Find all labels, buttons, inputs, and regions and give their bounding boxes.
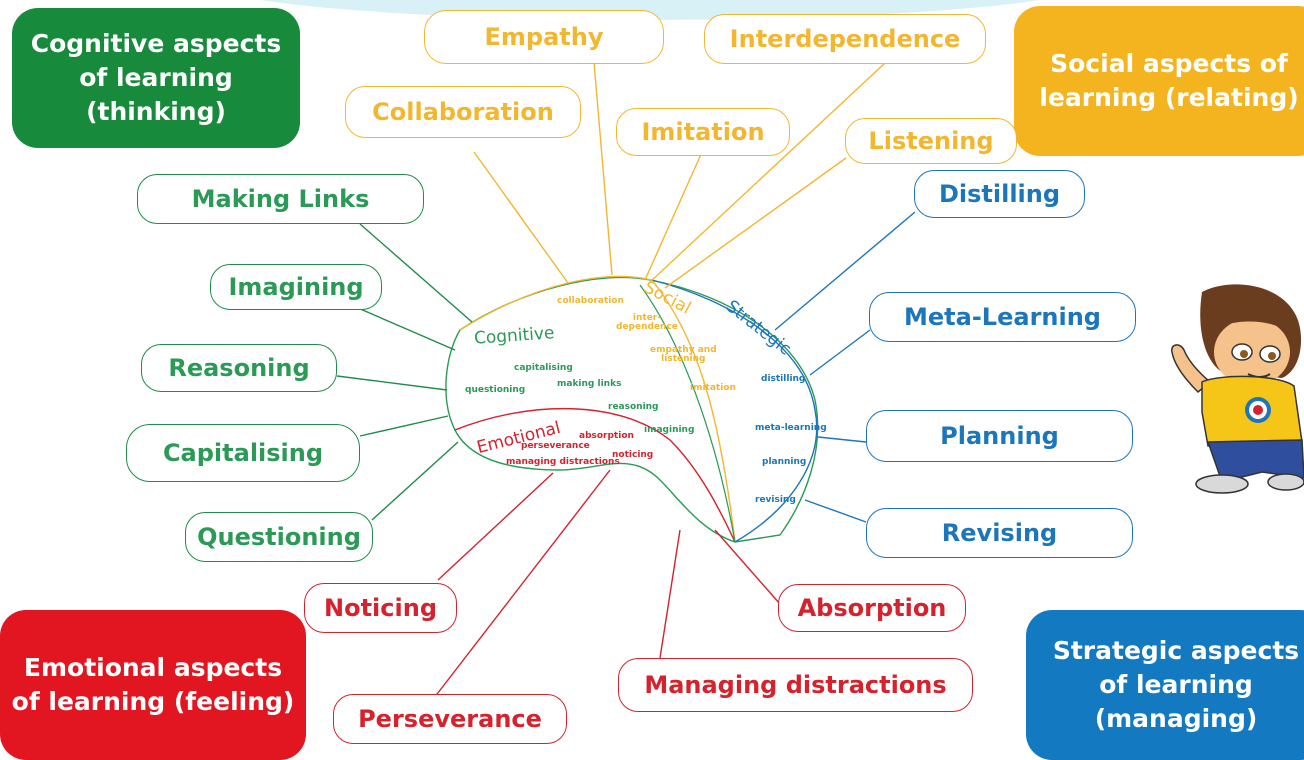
inner-empathy-listening: empathy and listening bbox=[650, 345, 717, 364]
pill-imagining: Imagining bbox=[210, 264, 382, 310]
inner-questioning: questioning bbox=[465, 385, 526, 395]
inner-distilling: distilling bbox=[761, 374, 806, 384]
inner-capitalising: capitalising bbox=[514, 363, 573, 373]
inner-imitation: imitation bbox=[690, 383, 736, 393]
pill-collaboration: Collaboration bbox=[345, 86, 581, 138]
inner-interdependence: inter- dependence bbox=[616, 313, 678, 332]
pill-noticing: Noticing bbox=[304, 583, 457, 633]
inner-revising: revising bbox=[755, 495, 796, 505]
inner-collaboration: collaboration bbox=[557, 296, 624, 306]
inner-perseverance: perseverance bbox=[521, 441, 590, 451]
target-icon bbox=[1245, 397, 1271, 423]
inner-reasoning: reasoning bbox=[608, 402, 659, 412]
inner-managing-distractions: managing distractions bbox=[506, 457, 620, 467]
inner-noticing: noticing bbox=[612, 450, 654, 460]
strategic-arc bbox=[651, 279, 818, 543]
strategic-corner-box: Strategic aspects of learning (managing) bbox=[1026, 610, 1304, 760]
emotional-corner-box: Emotional aspects of learning (feeling) bbox=[0, 610, 306, 760]
pill-revising: Revising bbox=[866, 508, 1133, 558]
inner-imagining: imagining bbox=[644, 425, 695, 435]
pill-absorption: Absorption bbox=[778, 584, 966, 632]
pill-interdependence: Interdependence bbox=[704, 14, 986, 64]
pill-making-links: Making Links bbox=[137, 174, 424, 224]
pill-perseverance: Perseverance bbox=[333, 694, 567, 744]
pill-capitalising: Capitalising bbox=[126, 424, 360, 482]
boy-pointing-character bbox=[1171, 284, 1304, 494]
inner-absorption: absorption bbox=[579, 431, 634, 441]
cognitive-corner-box: Cognitive aspects of learning (thinking) bbox=[12, 8, 300, 148]
pill-distilling: Distilling bbox=[914, 170, 1085, 218]
pill-planning: Planning bbox=[866, 410, 1133, 462]
pill-empathy: Empathy bbox=[424, 10, 664, 64]
emotional-arc bbox=[454, 407, 736, 543]
pill-managing-distractions: Managing distractions bbox=[618, 658, 973, 712]
social-corner-box: Social aspects of learning (relating) bbox=[1014, 6, 1304, 156]
inner-planning: planning bbox=[762, 457, 807, 467]
pill-imitation: Imitation bbox=[616, 108, 790, 156]
inner-meta-learning: meta-learning bbox=[755, 423, 827, 433]
social-arc bbox=[459, 275, 736, 543]
pill-meta-learning: Meta-Learning bbox=[869, 292, 1136, 342]
cognitive-divider bbox=[639, 284, 736, 543]
pill-questioning: Questioning bbox=[185, 512, 373, 562]
pill-reasoning: Reasoning bbox=[141, 344, 337, 392]
pill-listening: Listening bbox=[845, 118, 1017, 164]
inner-making-links: making links bbox=[557, 379, 622, 389]
